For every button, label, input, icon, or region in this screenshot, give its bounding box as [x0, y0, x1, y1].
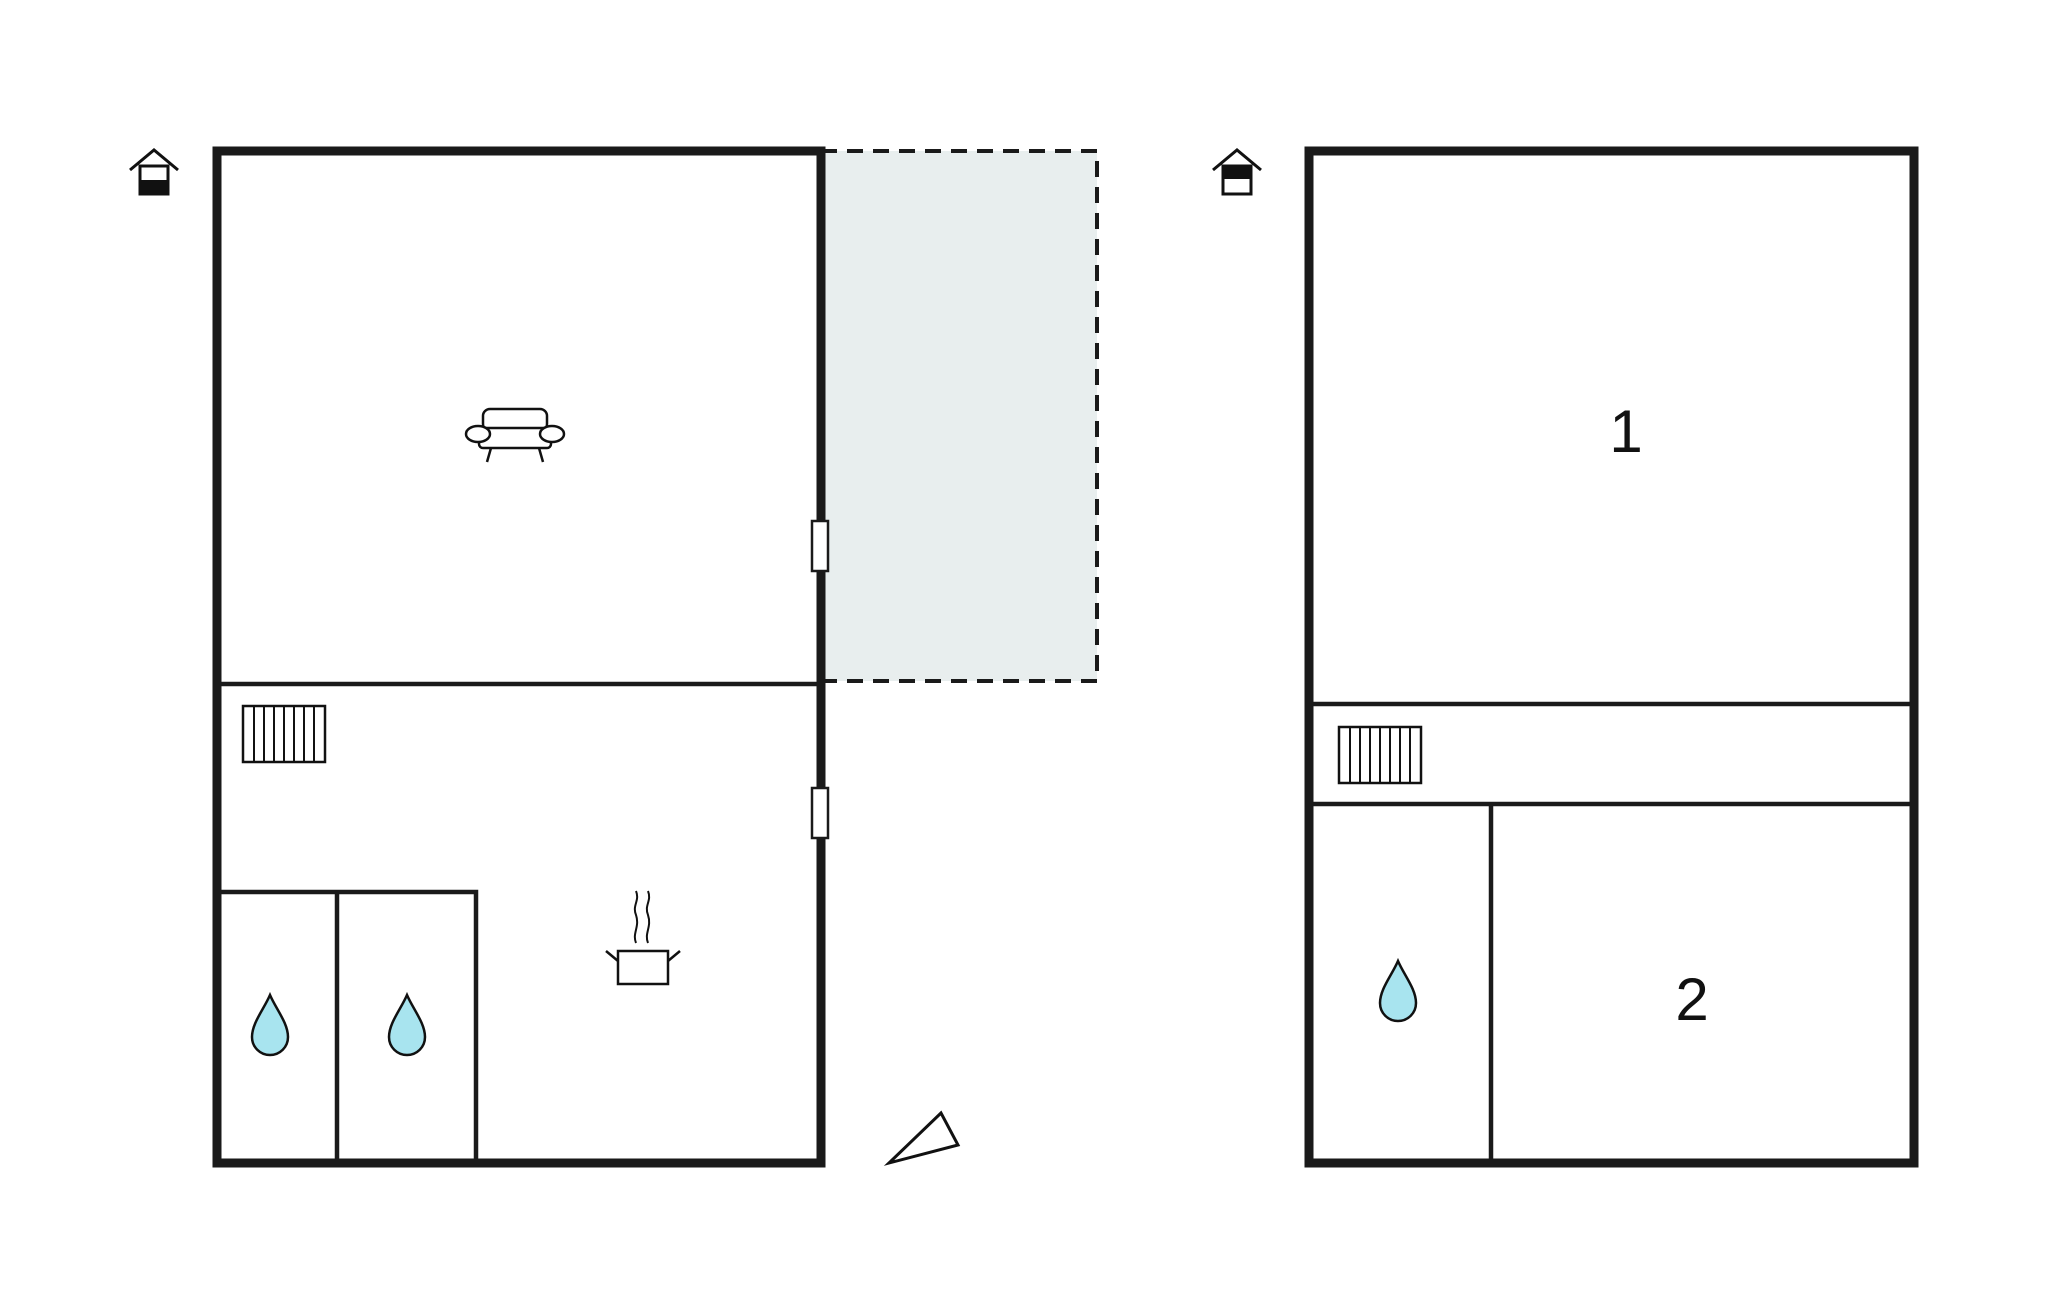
cooking-pot-icon [605, 890, 681, 986]
ground-floor-outer-wall [212, 146, 826, 1168]
door-icon [810, 786, 830, 840]
floor-level-icon [129, 148, 179, 196]
water-drop-icon [387, 993, 427, 1057]
ground-floor-plan [129, 146, 1099, 1168]
stairs-icon [1337, 725, 1423, 785]
water-drop-icon [1378, 959, 1418, 1023]
water-drop-icon [250, 993, 290, 1057]
bathroom-block-wall [217, 889, 479, 1163]
terrace [819, 149, 1099, 683]
stairs-icon [241, 704, 327, 764]
room-label-bedroom-2: 2 [1675, 966, 1708, 1033]
sofa-icon [464, 407, 566, 463]
upper-floor-plan: 1 2 [1212, 146, 1919, 1168]
north-arrow-icon [883, 1110, 961, 1166]
upper-floor-outer-wall [1304, 146, 1919, 1168]
floor-level-icon [1212, 148, 1262, 196]
door-icon [810, 519, 830, 573]
room-label-bedroom-1: 1 [1609, 398, 1642, 465]
